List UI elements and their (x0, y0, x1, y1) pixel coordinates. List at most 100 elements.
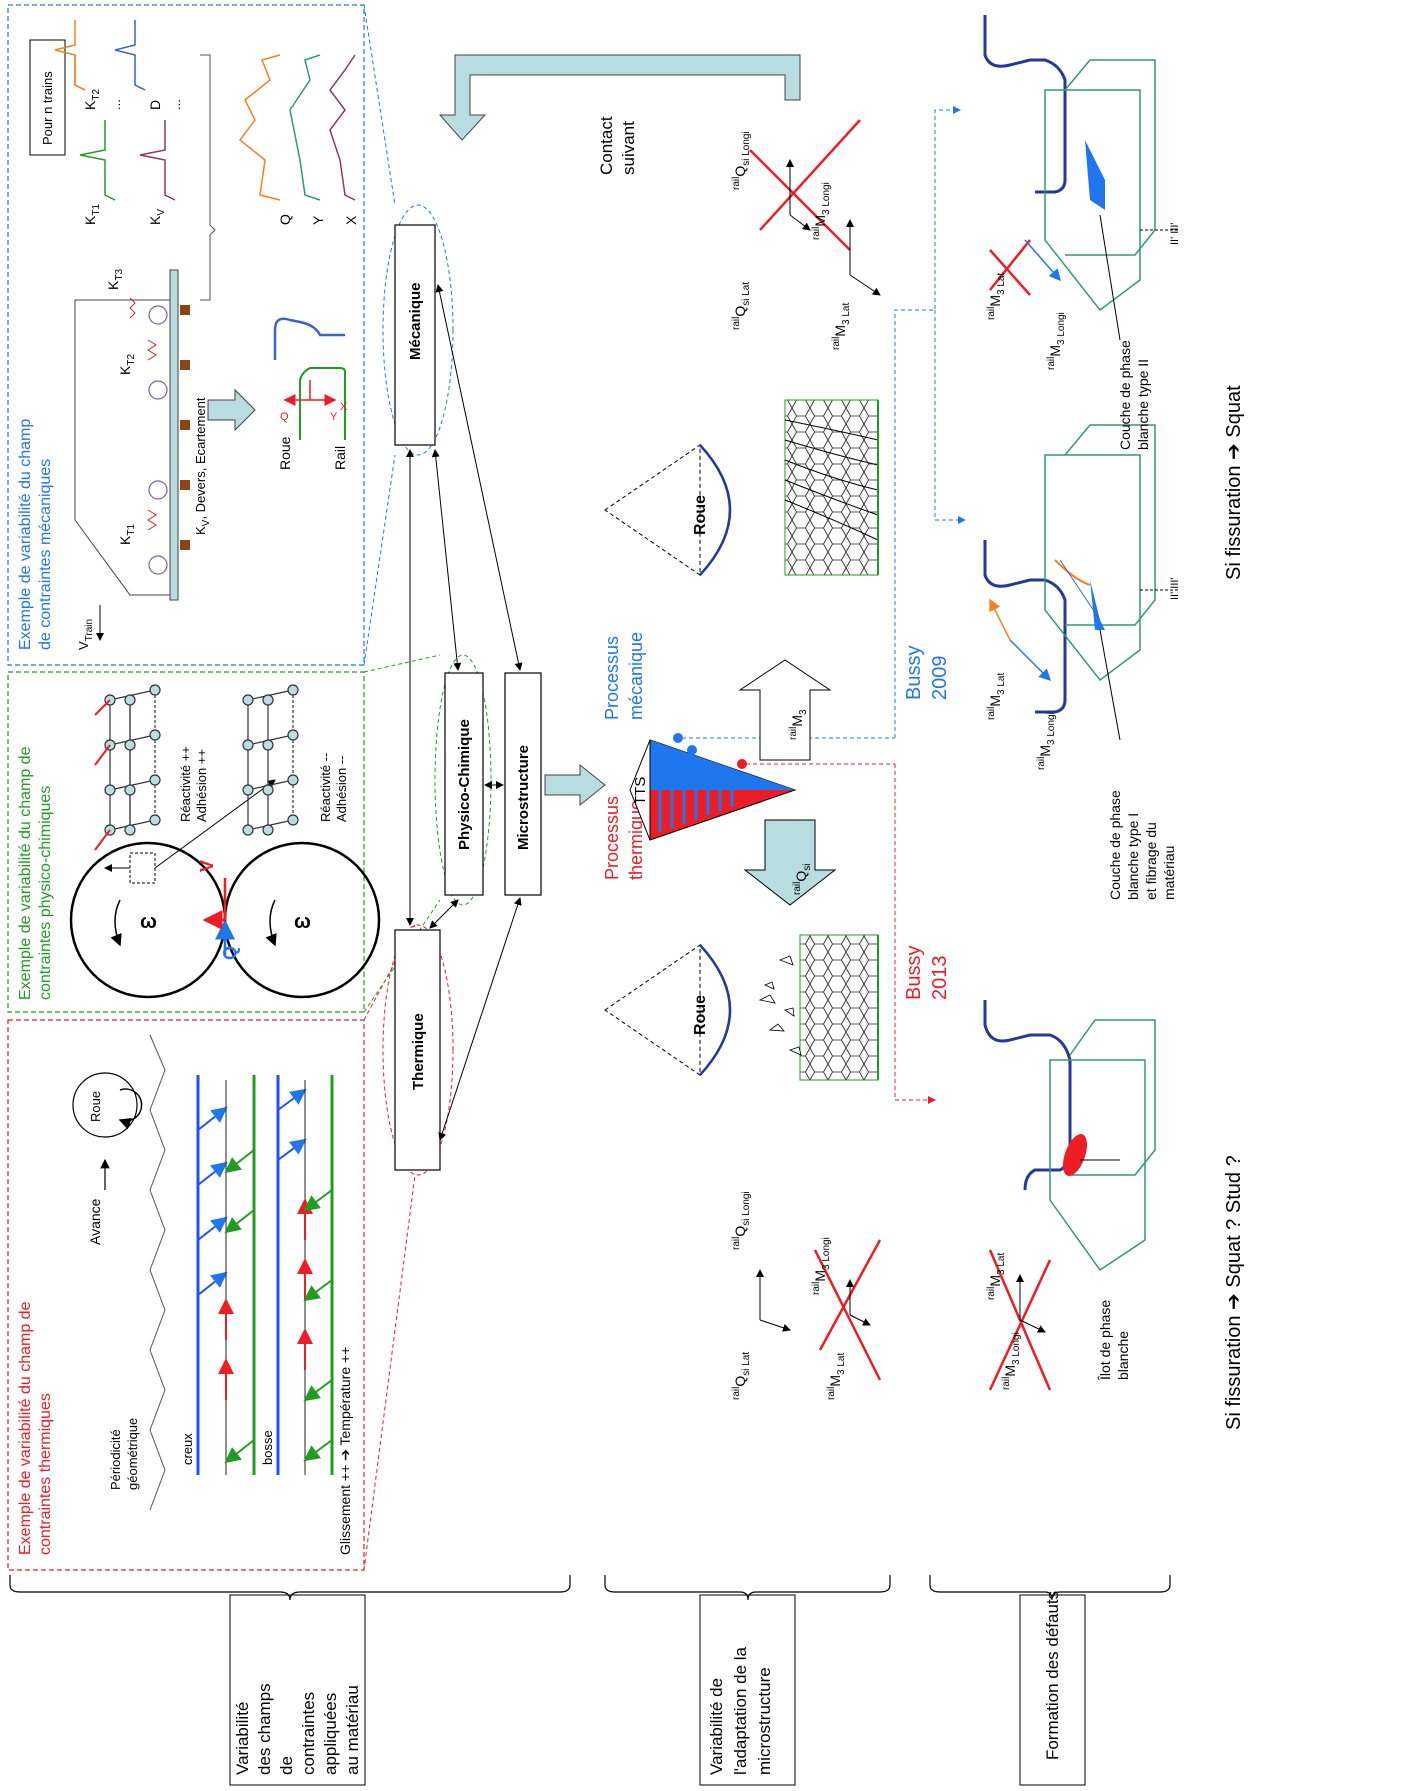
lattice-reactive (104, 684, 161, 836)
svg-text:Y: Y (330, 411, 338, 423)
panel-mechanical-title: Exemple de variabilité du champ de contr… (17, 414, 54, 650)
svg-text:KV, Devers, Ecartement: KV, Devers, Ecartement (193, 397, 212, 535)
svg-text:railM3 Longi: railM3 Longi (811, 182, 832, 240)
svg-text:railQsi: railQsi (792, 864, 813, 895)
svg-text:railQsi Longi: railQsi Longi (731, 1191, 752, 1250)
node-microstructure: Microstructure (504, 672, 542, 896)
svg-text:KT1: KT1 (117, 524, 137, 545)
svg-text:D: D (147, 100, 163, 110)
white-layer-1-label: Couche de phase blanche type I et fibrag… (1107, 786, 1177, 900)
svg-text:railM3 Longi: railM3 Longi (1036, 712, 1057, 770)
white-layer-2-label: Couche de phase blanche type II (1117, 336, 1151, 450)
reactivite-pp: Réactivité ++ Adhésion ++ (178, 743, 209, 823)
svg-text:Thermique: Thermique (410, 1013, 427, 1090)
bussy-2013-label: Bussy 2013 (903, 940, 951, 1000)
svg-text:...: ... (108, 99, 123, 110)
brace-mid (604, 1575, 891, 1601)
svg-text:Q: Q (280, 411, 289, 423)
wheel-right: Roue (604, 444, 732, 576)
defect-type-2: II' III' Couche de phase blanche type II… (983, 15, 1181, 450)
svg-text:KT3: KT3 (105, 269, 125, 290)
svg-text:Roue: Roue (692, 495, 709, 535)
svg-text:railM3: railM3 (788, 709, 809, 740)
svg-text:Mécanique: Mécanique (407, 282, 424, 360)
omega-bottom: ω (294, 911, 311, 933)
svg-text:Physico-Chimique: Physico-Chimique (456, 719, 473, 850)
brace-right (929, 1575, 1171, 1601)
svg-text:railM3 Lat: railM3 Lat (831, 303, 852, 350)
panel-thermal-title: Exemple de variabilité du champ de contr… (17, 1297, 54, 1555)
panel-thermal: Exemple de variabilité du champ de contr… (7, 1019, 365, 1571)
panel-chemical: Exemple de variabilité du champ de contr… (7, 671, 381, 1013)
bracket-box-right: Formation des défauts (1019, 1591, 1086, 1786)
bracket-label-right: Formation des défauts (1043, 1591, 1062, 1760)
thermal-wheel (72, 1072, 138, 1138)
svg-text:railQsi Lat: railQsi Lat (731, 1352, 752, 1400)
chem-v-label: V (197, 860, 217, 872)
svg-text:railQsi Lat: railQsi Lat (731, 282, 752, 330)
svg-text:KT1: KT1 (82, 204, 102, 225)
svg-text:II' III': II' III' (1169, 222, 1181, 245)
panel-chemical-title: Exemple de variabilité du champ de contr… (17, 742, 54, 1000)
node-physico: Physico-Chimique (434, 654, 492, 906)
svg-text:railM3 Lat: railM3 Lat (986, 273, 1007, 320)
bracket-box-mid: Variabilité de l'adaptation de la micros… (699, 1594, 796, 1786)
process-mechanical-label: Processus mécanique (602, 631, 646, 720)
svg-text:railM3 Lat: railM3 Lat (826, 1353, 847, 1400)
wheel-left: Roue (604, 944, 732, 1076)
microstructure-left (758, 934, 879, 1081)
svg-text:KV: KV (147, 209, 167, 225)
svg-text:Pour n trains: Pour n trains (40, 71, 55, 145)
defect-type-1: II' III' Couche de phase blanche type I … (983, 424, 1181, 900)
brace-left (9, 1575, 571, 1601)
rail-beam (169, 269, 179, 601)
conclusion-left: Si fissuration ➔ Squat ? Stud ? (1223, 1155, 1245, 1430)
svg-text:railM3 Lat: railM3 Lat (986, 1253, 1007, 1300)
node-thermique: Thermique (382, 924, 454, 1176)
bracket-label-mid: Variabilité de l'adaptation de la micros… (707, 1642, 774, 1775)
svg-text:KT2: KT2 (82, 89, 102, 110)
lattice-inert (242, 684, 299, 836)
thermal-roue-label: Roue (88, 1091, 103, 1122)
svg-text:II' III': II' III' (1169, 577, 1181, 600)
creux-label: creux (180, 1433, 195, 1465)
svg-text:Roue: Roue (277, 436, 293, 470)
node-mecanique: Mécanique (382, 204, 454, 456)
svg-text:KT2: KT2 (117, 354, 137, 375)
reactivite-mm: Réactivité -- Adhésion -- (318, 749, 349, 822)
train-body (74, 299, 171, 596)
defect-ilot: Îlot de phase blanche railM3 Longi railM… (983, 1000, 1156, 1391)
thermal-avance-label: Avance (87, 1198, 103, 1245)
svg-text:X: X (343, 215, 359, 225)
svg-text:...: ... (168, 99, 183, 110)
thermal-periodicite-label: Périodicité géométrique (108, 1418, 140, 1490)
svg-text:railM3 Lat: railM3 Lat (986, 673, 1007, 720)
svg-text:TTS: TTS (632, 777, 649, 805)
bosse-label: bosse (260, 1430, 275, 1465)
svg-text:Q: Q (277, 214, 293, 225)
process-thermal-label: Processus thermique (602, 791, 646, 880)
microstructure-right (784, 399, 879, 576)
svg-text:railM3 Longi: railM3 Longi (1046, 312, 1067, 370)
svg-text:X: X (340, 401, 348, 413)
glissement-label: Glissement ++ ➔ Température ++ (337, 1347, 353, 1555)
svg-text:Y: Y (310, 215, 326, 225)
ilot-label: Îlot de phase blanche (1097, 1296, 1131, 1381)
force-top: railQsi Lat railQsi Longi railM3 Lat rai… (731, 119, 881, 350)
svg-text:Roue: Roue (692, 995, 709, 1035)
svg-text:VTrain: VTrain (76, 619, 95, 650)
bracket-box-left: Variabilité des champs de contraintes ap… (229, 1594, 366, 1786)
omega-top: ω (140, 911, 157, 933)
force-left: railQsi Lat railQsi Longi railM3 Lat rai… (731, 1191, 882, 1400)
svg-text:railM3 Longi: railM3 Longi (811, 1237, 832, 1295)
contact-suivant-arrow (438, 54, 801, 141)
bracket-label-left: Variabilité des champs de contraintes ap… (233, 1679, 362, 1775)
chem-q-label: Q (220, 946, 240, 960)
bussy-2009-label: Bussy 2009 (903, 640, 951, 700)
svg-text:railQsi Longi: railQsi Longi (731, 131, 752, 190)
svg-text:Microstructure: Microstructure (515, 745, 532, 850)
svg-text:railM3 Longi: railM3 Longi (1001, 1332, 1022, 1390)
svg-text:Rail: Rail (332, 446, 348, 470)
conclusion-right: Si fissuration ➔ Squat (1223, 385, 1245, 580)
